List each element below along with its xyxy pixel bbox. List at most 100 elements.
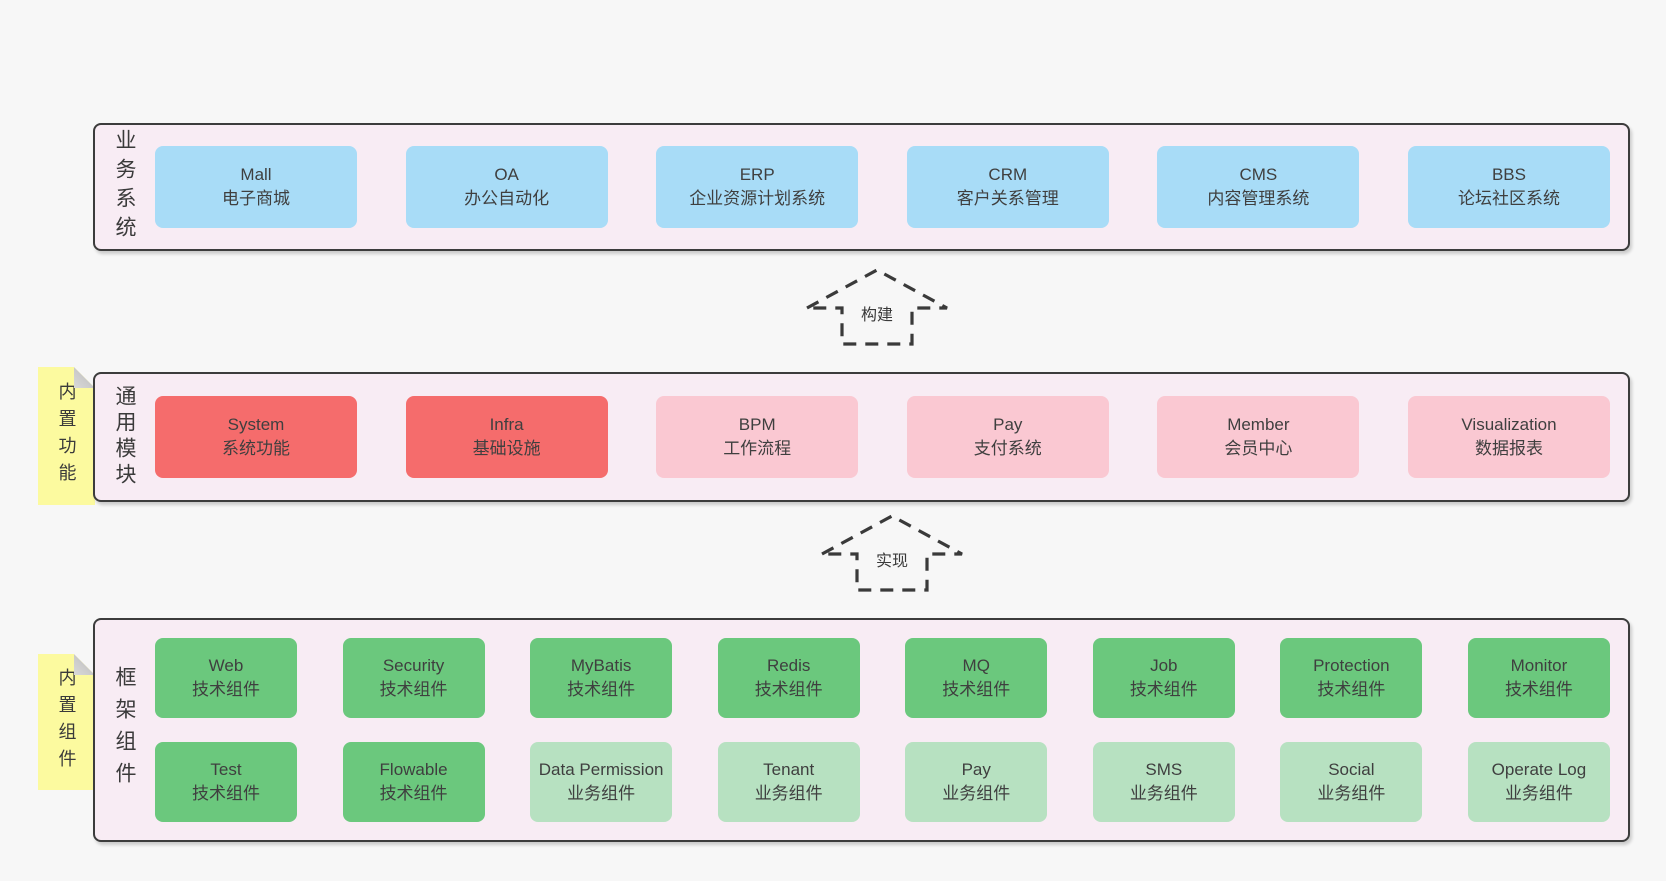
box-member: Member 会员中心 — [1157, 396, 1360, 478]
box-title: Job — [1150, 656, 1178, 675]
box-title: Monitor — [1510, 656, 1568, 675]
band-label-framework-components: 框架组件 — [113, 666, 136, 794]
box-subtitle: 数据报表 — [1474, 439, 1543, 458]
box-subtitle: 技术组件 — [1504, 680, 1573, 699]
box-system: System 系统功能 — [155, 396, 357, 478]
box-crm: CRM 客户关系管理 — [906, 146, 1109, 228]
folded-corner-icon — [74, 367, 95, 388]
band-label-business-systems: 业务系统 — [113, 129, 136, 245]
box-visualization: Visualization 数据报表 — [1407, 396, 1610, 478]
sticky-note-built-in-features: 内置功能 — [38, 367, 95, 505]
dashed-up-arrow-build: 构建 — [802, 262, 952, 350]
box-title: BBS — [1491, 165, 1526, 184]
box-title: Redis — [766, 656, 811, 675]
box-subtitle: 业务组件 — [567, 784, 636, 803]
box-infra: Infra 基础设施 — [405, 396, 608, 478]
box-oa: OA 办公自动化 — [405, 146, 608, 228]
box-bbs: BBS 论坛社区系统 — [1407, 146, 1610, 228]
box-subtitle: 办公自动化 — [464, 189, 550, 208]
box-subtitle: 业务组件 — [754, 784, 823, 803]
box-pay: Pay 业务组件 — [905, 742, 1048, 822]
box-subtitle: 技术组件 — [192, 784, 260, 803]
box-mall: Mall 电子商城 — [155, 146, 357, 228]
box-title: BPM — [738, 415, 776, 434]
box-title: Protection — [1313, 656, 1390, 675]
box-title: Social — [1328, 760, 1375, 779]
box-subtitle: 会员中心 — [1224, 439, 1293, 458]
box-title: OA — [494, 165, 519, 184]
box-pay: Pay 支付系统 — [906, 396, 1109, 478]
box-title: SMS — [1145, 760, 1183, 779]
box-redis: Redis 技术组件 — [717, 638, 860, 718]
box-subtitle: 客户关系管理 — [956, 189, 1059, 208]
box-subtitle: 技术组件 — [379, 784, 448, 803]
box-erp: ERP 企业资源计划系统 — [656, 146, 859, 228]
box-title: CMS — [1239, 165, 1278, 184]
box-mq: MQ 技术组件 — [905, 638, 1048, 718]
sticky-label: 内置组件 — [56, 668, 77, 776]
box-subtitle: 技术组件 — [192, 680, 260, 699]
arrow-label-build: 构建 — [857, 300, 897, 326]
sticky-label: 内置功能 — [56, 382, 77, 490]
box-bpm: BPM 工作流程 — [656, 396, 859, 478]
box-title: Test — [210, 760, 242, 779]
arrow-label-implement: 实现 — [872, 546, 912, 572]
sticky-note-built-in-components: 内置组件 — [38, 654, 95, 790]
box-subtitle: 支付系统 — [973, 439, 1042, 458]
box-subtitle: 业务组件 — [1129, 784, 1198, 803]
box-title: Security — [382, 656, 445, 675]
band-business-systems: 业务系统 Mall 电子商城 OA 办公自动化 ERP 企业资源计划系统 CRM 客户关系管理… — [93, 123, 1630, 251]
box-title: MQ — [962, 656, 990, 675]
box-title: ERP — [739, 165, 775, 184]
box-subtitle: 基础设施 — [472, 439, 541, 458]
box-social: Social 业务组件 — [1280, 742, 1423, 822]
box-operate-log: Operate Log 业务组件 — [1467, 742, 1610, 822]
box-subtitle: 电子商城 — [222, 189, 290, 208]
box-monitor: Monitor 技术组件 — [1467, 638, 1610, 718]
box-title: Mall — [240, 165, 272, 184]
box-subtitle: 论坛社区系统 — [1457, 189, 1560, 208]
box-title: CRM — [988, 165, 1028, 184]
box-title: Member — [1227, 415, 1290, 434]
common-modules-boxes: System 系统功能 Infra 基础设施 BPM 工作流程 Pay 支付系统 Member 会… — [153, 374, 1628, 500]
band-common-modules: 通用模块 System 系统功能 Infra 基础设施 BPM 工作流程 Pay 支付系统 Me… — [93, 372, 1630, 502]
box-title: Infra — [489, 415, 524, 434]
box-subtitle: 技术组件 — [754, 680, 823, 699]
box-flowable: Flowable 技术组件 — [342, 742, 485, 822]
dashed-up-arrow-implement: 实现 — [817, 508, 967, 596]
box-title: Flowable — [379, 760, 448, 779]
box-subtitle: 工作流程 — [723, 439, 792, 458]
box-protection: Protection 技术组件 — [1280, 638, 1423, 718]
box-subtitle: 业务组件 — [942, 784, 1011, 803]
box-security: Security 技术组件 — [342, 638, 485, 718]
box-subtitle: 技术组件 — [379, 680, 448, 699]
box-sms: SMS 业务组件 — [1092, 742, 1235, 822]
box-subtitle: 技术组件 — [1317, 680, 1386, 699]
up-arrow-icon — [806, 268, 948, 346]
box-subtitle: 技术组件 — [567, 680, 636, 699]
box-job: Job 技术组件 — [1092, 638, 1235, 718]
up-arrow-icon — [821, 514, 963, 592]
box-subtitle: 业务组件 — [1317, 784, 1386, 803]
box-title: System — [227, 415, 285, 434]
box-mybatis: MyBatis 技术组件 — [530, 638, 673, 718]
box-subtitle: 技术组件 — [1129, 680, 1198, 699]
folded-corner-icon — [74, 654, 95, 675]
box-title: Operate Log — [1491, 760, 1587, 779]
box-subtitle: 系统功能 — [222, 439, 290, 458]
box-subtitle: 企业资源计划系统 — [689, 189, 826, 208]
box-title: Visualization — [1461, 415, 1557, 434]
box-title: Pay — [961, 760, 991, 779]
band-label-common-modules: 通用模块 — [113, 385, 136, 489]
box-title: Pay — [993, 415, 1023, 434]
box-subtitle: 技术组件 — [942, 680, 1011, 699]
box-subtitle: 业务组件 — [1504, 784, 1573, 803]
box-title: MyBatis — [570, 656, 632, 675]
